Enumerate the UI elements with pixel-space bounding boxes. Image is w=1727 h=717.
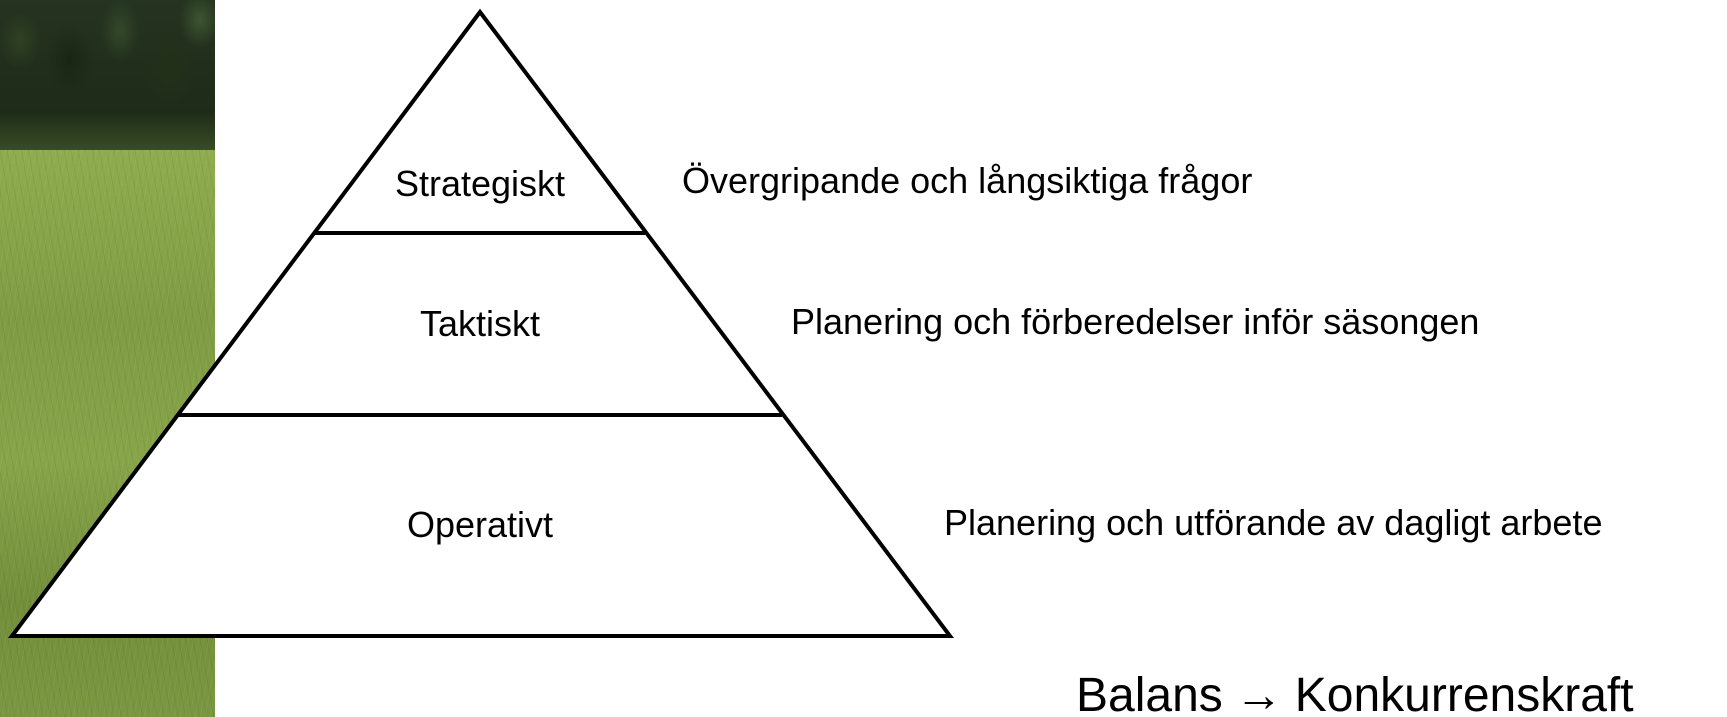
level-tactical-label: Taktiskt [419, 303, 541, 344]
level-tactical-description: Planering och förberedelser inför säsong… [791, 301, 1480, 342]
arrow-right-icon: → [1234, 669, 1283, 717]
balance-text: Balans [1076, 669, 1223, 717]
forest-edge [0, 0, 215, 160]
balance-statement: Balans→Konkurrenskraft [1076, 672, 1634, 717]
level-strategic-description: Övergripande och långsiktiga frågor [682, 160, 1253, 201]
level-operational-description: Planering och utförande av dagligt arbet… [944, 502, 1603, 543]
pyramid-outline [8, 8, 955, 638]
competitiveness-text: Konkurrenskraft [1294, 669, 1634, 717]
level-operational-label: Operativt [406, 504, 554, 545]
level-strategic-label: Strategiskt [394, 163, 566, 204]
